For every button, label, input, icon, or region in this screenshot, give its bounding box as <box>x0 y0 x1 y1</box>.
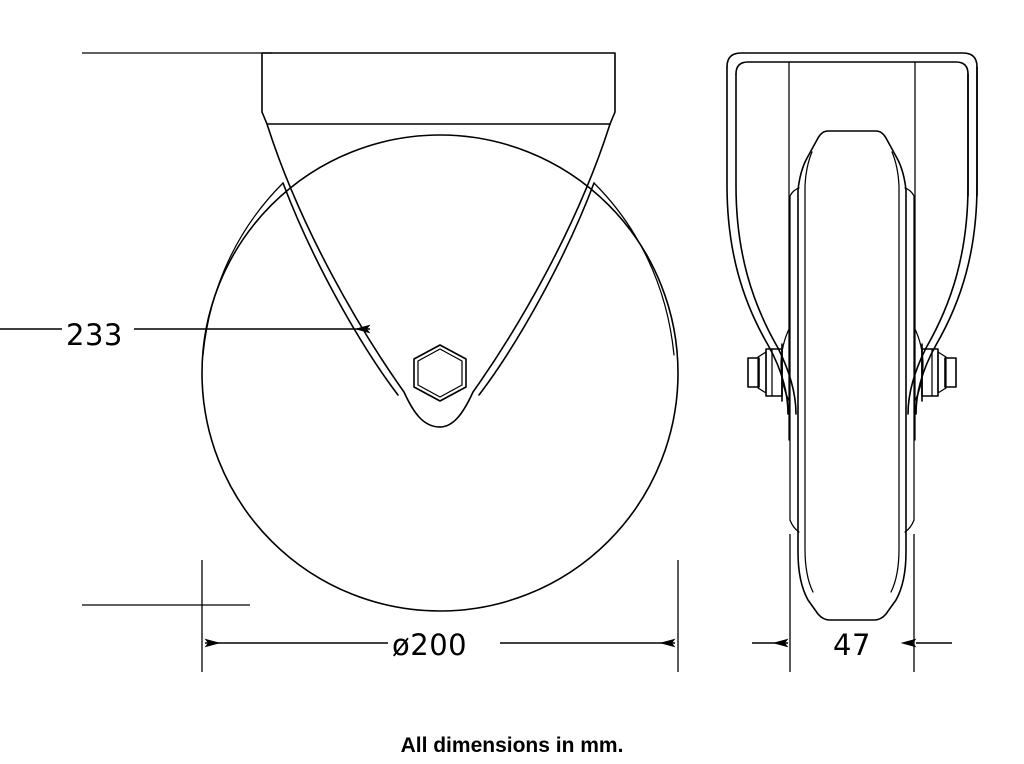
dimension-wheel-diameter: ø200 <box>201 560 679 672</box>
hub-construction-lines-side <box>788 61 916 441</box>
axle-nut-left-side <box>747 343 783 402</box>
tyre-profile-side <box>789 130 915 621</box>
dimension-wheel-width: 47 <box>752 534 952 672</box>
units-note-text: All dimensions in mm. <box>401 734 624 757</box>
dimension-wheel-diameter-text: ø200 <box>392 628 467 662</box>
side-elevation-view <box>726 52 978 621</box>
dimension-wheel-width-text: 47 <box>833 628 871 662</box>
dimension-overall-height-text-bg <box>62 314 134 348</box>
dimension-overall-height-text: 233 <box>66 318 123 352</box>
top-mounting-plate-front <box>261 52 616 125</box>
front-elevation-view <box>201 52 679 612</box>
axle-nut-right-side <box>921 343 957 402</box>
fork-bracket-front <box>266 123 611 428</box>
dimension-wheel-width-text-bg <box>818 625 886 661</box>
top-mounting-plate-side <box>726 52 978 197</box>
hex-axle-nut-front <box>413 344 467 402</box>
dimension-wheel-diameter-text-bg <box>388 625 500 661</box>
dimension-overall-height: 233 <box>0 52 371 606</box>
hub-boss-side <box>780 326 924 404</box>
wheel-circle-front <box>201 134 679 612</box>
units-note: All dimensions in mm. <box>401 734 624 757</box>
fork-legs-side <box>726 66 978 415</box>
